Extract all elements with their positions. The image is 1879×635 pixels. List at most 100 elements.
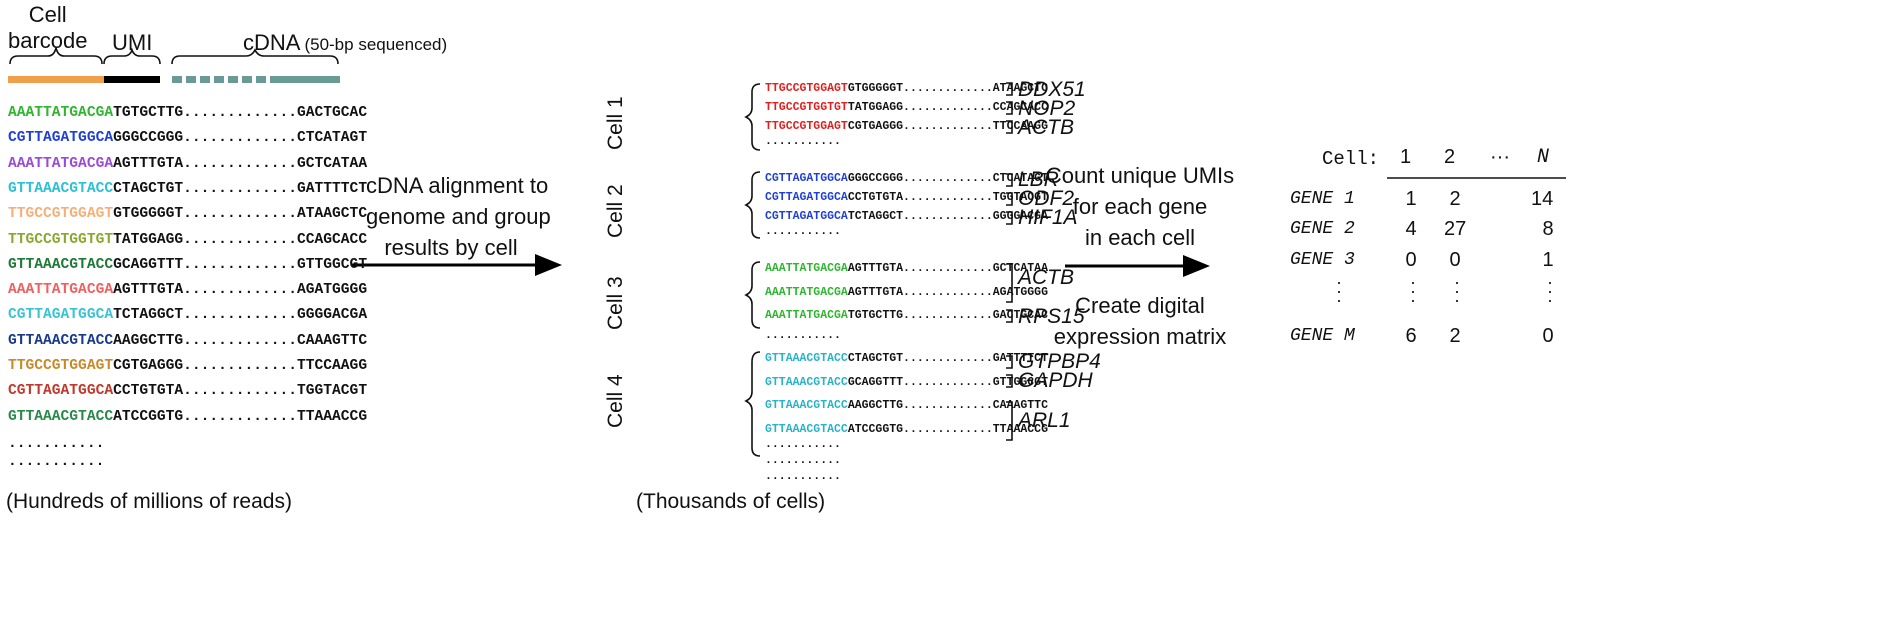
cell-dots: ...........: [765, 225, 841, 238]
cell-read-umi: TGTGCTTG: [847, 309, 904, 322]
cell-read-umi: AGTTTGTA: [847, 262, 904, 275]
cell-read-end: GTTGGCGT: [992, 375, 1048, 389]
cell-read-end: TTAAACCG: [992, 422, 1048, 436]
cell-read-dots: .............: [903, 422, 993, 436]
reads-dots-1: ...........: [8, 436, 105, 452]
read-dots: .............: [183, 206, 298, 223]
cell-read-dots: .............: [903, 191, 993, 204]
cell-read-barcode: GTTAAACGTACC: [765, 399, 848, 412]
read-dots: .............: [183, 130, 298, 147]
matrix-header-label: Cell:: [1322, 148, 1380, 170]
reads-footer: (Hundreds of millions of reads): [6, 490, 292, 513]
cell-read-row: AAATTATGACGAAGTTTGTA.............GCTCATA…: [765, 262, 1048, 276]
read-dots: .............: [183, 383, 298, 400]
matrix-col-header: N: [1537, 146, 1550, 169]
cell-read-barcode: CGTTAGATGGCA: [765, 172, 848, 185]
cell-read-umi: TATGGAGG: [847, 101, 904, 114]
cell-read-dots: .............: [903, 82, 993, 95]
gene-name: ACTB: [1018, 266, 1075, 289]
read-row: AAATTATGACGATGTGCTTG.............GACTGCA…: [8, 104, 367, 122]
read-end: TGGTACGT: [297, 383, 368, 400]
cell-2-brace: [744, 171, 761, 239]
read-barcode: CGTTAGATGGCA: [8, 307, 114, 324]
cell-read-row: GTTAAACGTACCGCAGGTTT.............GTTGGCG…: [765, 376, 1048, 390]
matrix-col-header: ···: [1490, 146, 1510, 168]
cell-read-row: GTTAAACGTACCATCCGGTG.............TTAAACC…: [765, 423, 1048, 437]
read-end: GCTCATAA: [297, 155, 368, 172]
cdna-brace: [171, 48, 339, 65]
matrix-col-header: 1: [1400, 146, 1412, 168]
matrix-vdot: · · ·: [1547, 272, 1553, 310]
matrix-gene-label: GENE M: [1290, 326, 1355, 346]
read-barcode: GTTAAACGTACC: [8, 408, 114, 425]
read-umi: GCAGGTTT: [113, 256, 184, 273]
cell-read-dots: .............: [903, 399, 993, 412]
cell-read-end: TTCCAAGG: [992, 120, 1048, 133]
cell-read-row: TTGCCGTGGAGTCGTGAGGG.............TTCCAAG…: [765, 120, 1048, 134]
matrix-gene-label: GENE 1: [1290, 189, 1355, 209]
gene-name: GAPDH: [1018, 369, 1093, 392]
cell-4-brace: [744, 351, 761, 457]
cell-braces: [744, 83, 761, 457]
read-umi: ATCCGGTG: [113, 408, 184, 425]
read-end: GTTGGCGT: [297, 256, 368, 273]
cell-read-end: AGATGGGG: [992, 285, 1048, 299]
read-row: CGTTAGATGGCACCTGTGTA.............TGGTACG…: [8, 382, 367, 400]
cell-read-row: CGTTAGATGGCATCTAGGCT.............GGGGACG…: [765, 210, 1048, 224]
cell-read-barcode: TTGCCGTGGAGT: [765, 82, 848, 95]
read-umi: GTGGGGGT: [113, 206, 184, 223]
read-end: CAAAGTTC: [297, 332, 368, 349]
cell-read-end: GGGGACGA: [992, 210, 1048, 223]
gene-brackets: [1006, 82, 1013, 441]
matrix-cell: 0: [1542, 325, 1554, 347]
read-end: AGATGGGG: [297, 282, 368, 299]
read-row: GTTAAACGTACCAAGGCTTG.............CAAAGTT…: [8, 332, 367, 350]
cdna-label: cDNA: [243, 30, 301, 55]
cell-read-dots: .............: [903, 352, 993, 365]
matrix-cell: 2: [1449, 188, 1461, 210]
barcode-label: Cell barcode: [8, 2, 88, 53]
gene-name: RPS15: [1018, 305, 1085, 328]
cell-read-umi: AAGGCTTG: [847, 399, 904, 412]
cell-read-umi: ATCCGGTG: [847, 422, 904, 436]
matrix-cell: 1: [1405, 188, 1417, 210]
read-umi: CGTGAGGG: [113, 358, 184, 374]
matrix-gene-label: GENE 2: [1290, 219, 1355, 239]
barcode-brace: [9, 47, 103, 65]
matrix-cell: 4: [1405, 218, 1417, 240]
matrix-cell: 0: [1449, 249, 1461, 271]
cell-read-row: GTTAAACGTACCAAGGCTTG.............CAAAGTT…: [765, 399, 1048, 413]
cell-read-end: GCTCATAA: [992, 262, 1048, 275]
read-umi: TCTAGGCT: [113, 307, 184, 324]
matrix-cell: 6: [1405, 325, 1417, 347]
gene-name: ARL1: [1018, 409, 1071, 432]
cell-read-end: CTCATAGT: [992, 172, 1048, 185]
cell-read-umi: CTAGCTGT: [847, 352, 904, 365]
cell-read-umi: TCTAGGCT: [847, 210, 904, 223]
cell-read-umi: GGGCCGGG: [847, 172, 904, 185]
matrix-vdot: · · ·: [1454, 272, 1460, 310]
read-umi: AAGGCTTG: [113, 332, 184, 349]
read-barcode: TTGCCGTGGTGT: [8, 231, 114, 248]
step-2-label-top: Count unique UMIs for each gene in each …: [1045, 163, 1235, 250]
cell-read-row: TTGCCGTGGTGTTATGGAGG.............CCAGCAC…: [765, 101, 1048, 115]
read-barcode: GTTAAACGTACC: [8, 180, 114, 197]
umi-bar: [104, 76, 160, 83]
read-barcode: AAATTATGACGA: [8, 155, 114, 172]
read-barcode: GTTAAACGTACC: [8, 256, 114, 273]
read-barcode: TTGCCGTGGAGT: [8, 206, 114, 223]
cell-read-row: CGTTAGATGGCAGGGCCGGG.............CTCATAG…: [765, 172, 1048, 186]
arrow-2-head: [1183, 255, 1210, 277]
cell-read-barcode: CGTTAGATGGCA: [765, 191, 848, 204]
read-umi: AGTTTGTA: [113, 282, 184, 299]
read-umi: TGTGCTTG: [113, 105, 184, 121]
read-row: TTGCCGTGGAGTGTGGGGGT.............ATAAGCT…: [8, 205, 367, 223]
read-end: ATAAGCTC: [297, 206, 368, 223]
read-row: GTTAAACGTACCGCAGGTTT.............GTTGGCG…: [8, 256, 367, 274]
cell-read-end: GATTTTCT: [992, 352, 1048, 365]
read-end: CTCATAGT: [297, 130, 368, 147]
cell-read-umi: CCTGTGTA: [847, 191, 904, 204]
cdna-dashed-bar: [172, 76, 266, 83]
barcode-bar: [8, 76, 104, 83]
cell-label: Cell 3: [604, 276, 627, 330]
